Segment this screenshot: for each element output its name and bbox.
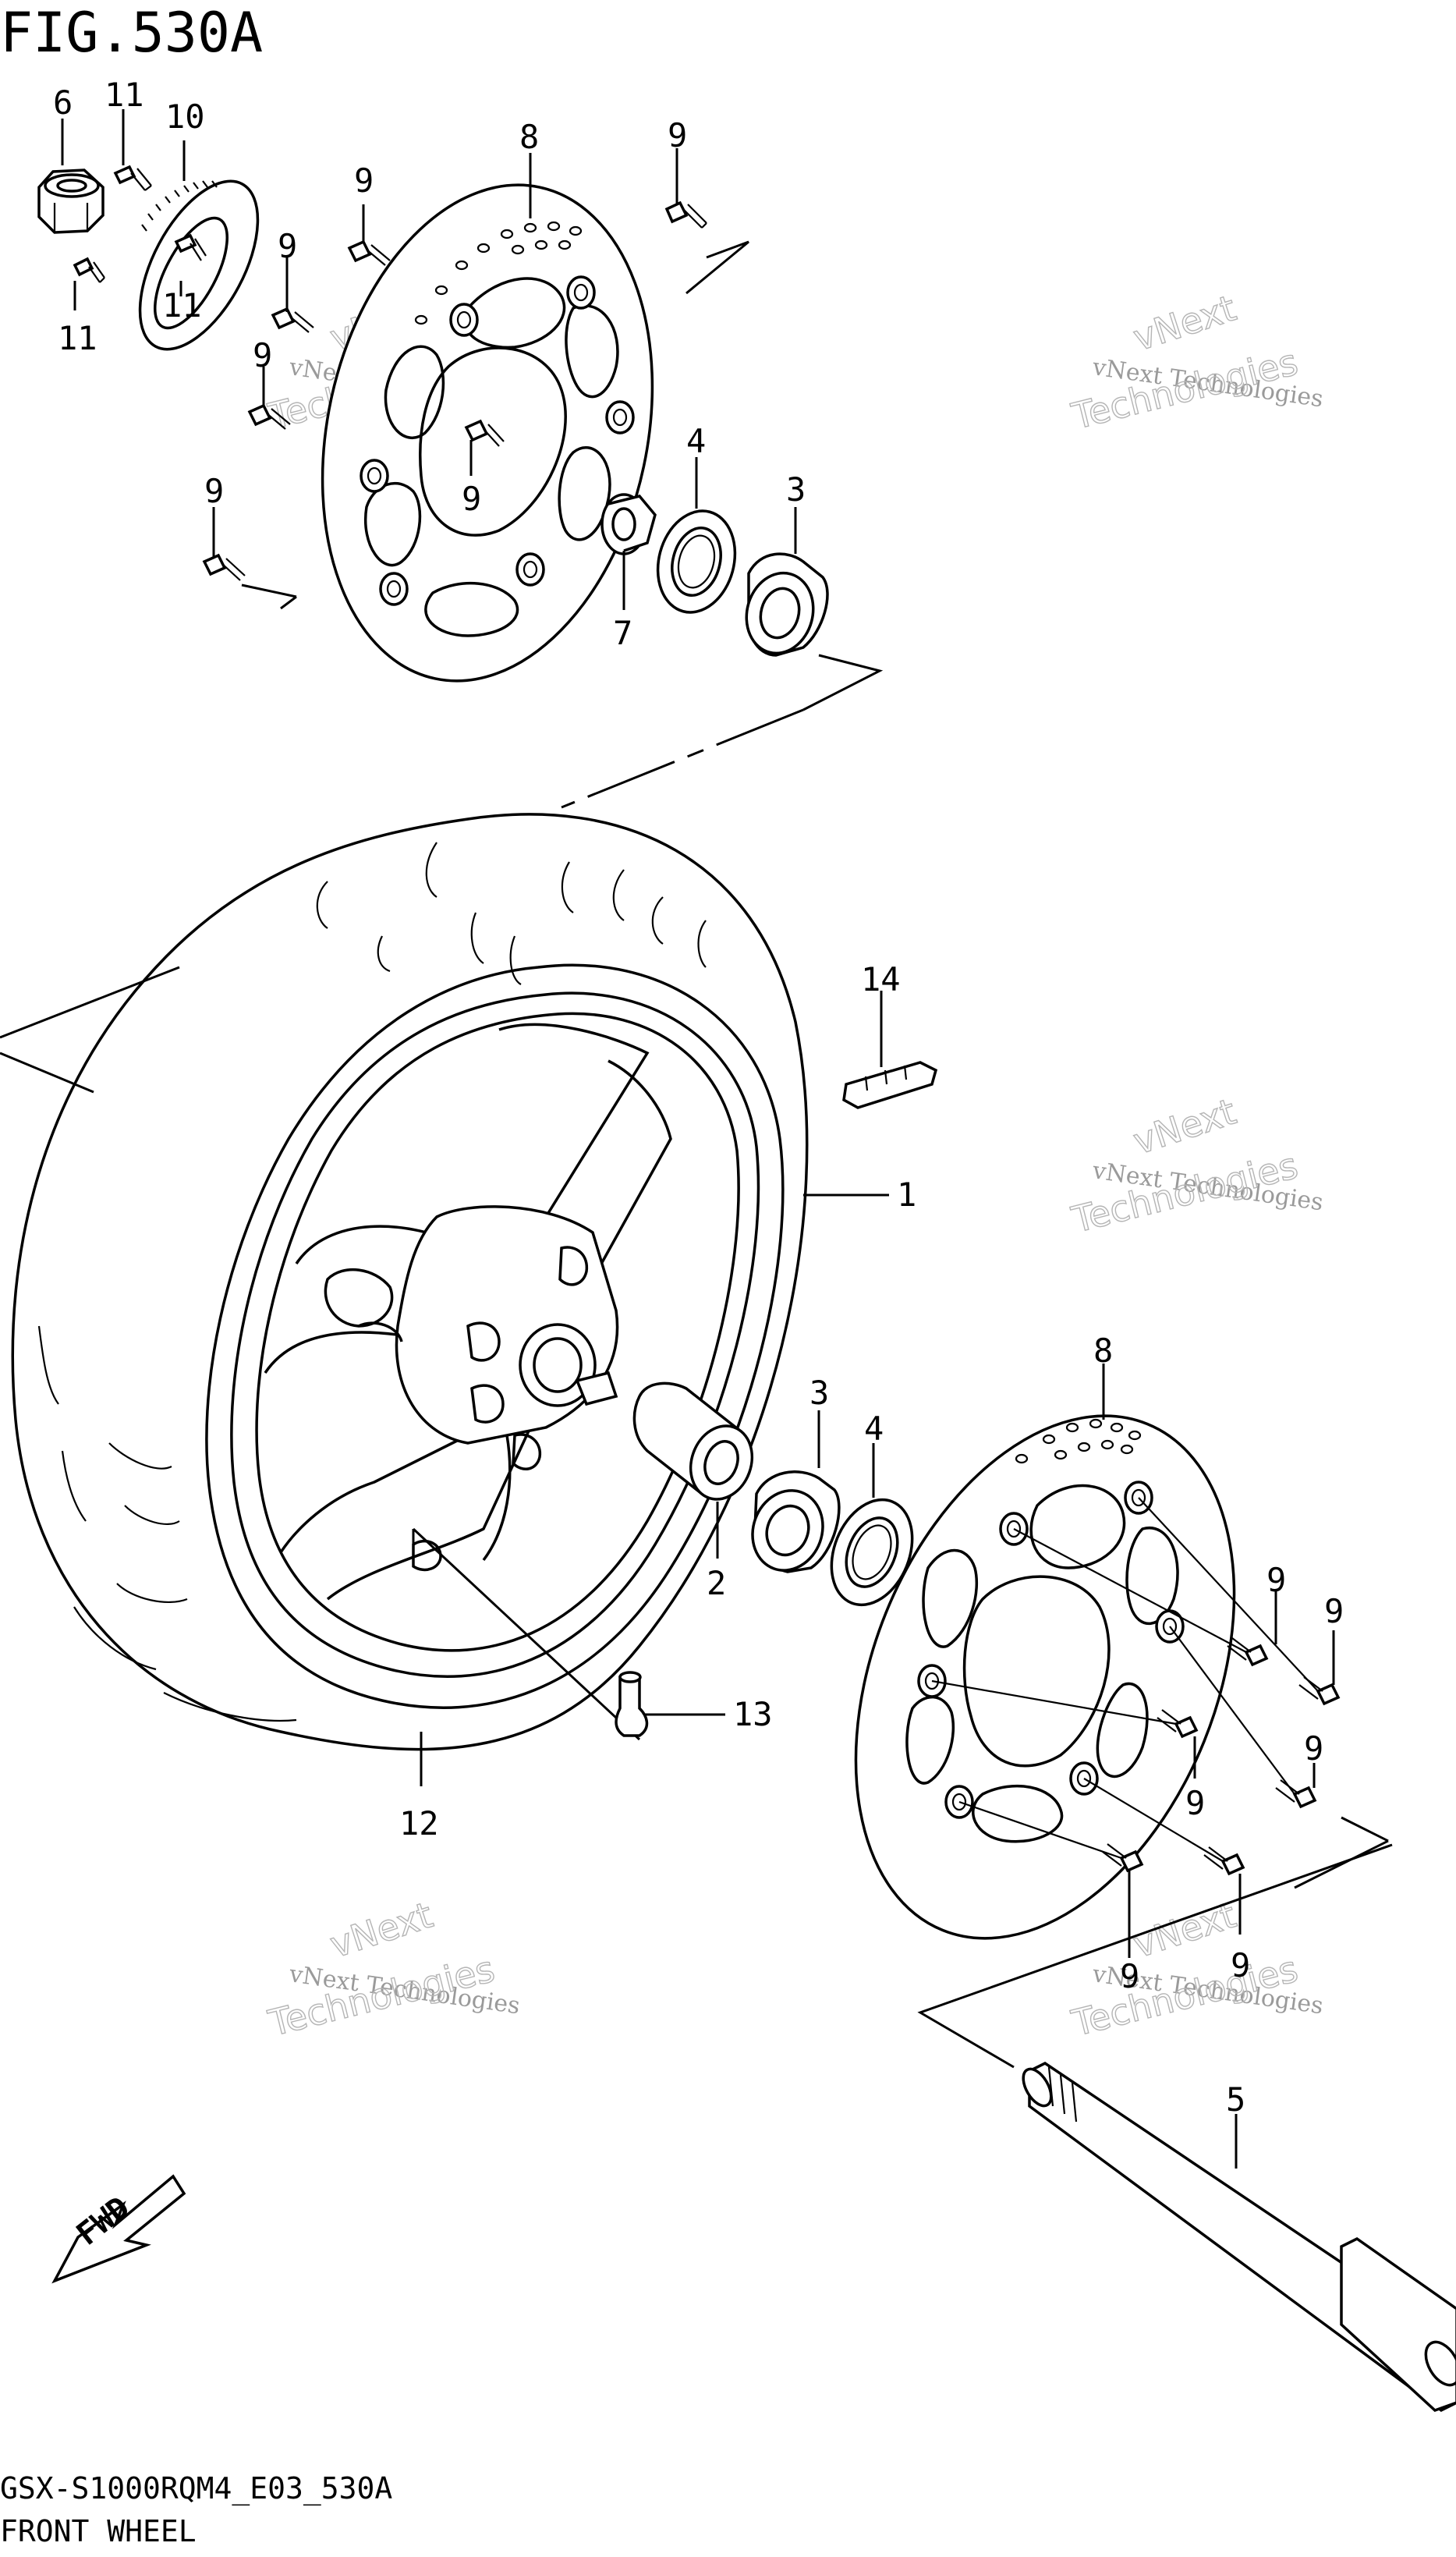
callout-9: 9 [1324,1592,1344,1630]
callout-11: 11 [162,286,202,325]
callout-9: 9 [1231,1946,1250,1984]
watermark: vNext vNext Technologies Technologies [1067,1893,1325,2045]
callout-9: 9 [354,161,374,200]
oil-seal [656,509,737,614]
disc-bolt [1227,1637,1269,1667]
disc-bolt [664,200,707,229]
callout-9: 9 [253,336,272,374]
brake-disc-right [854,1414,1236,1940]
callout-13: 13 [733,1695,773,1733]
callout-12: 12 [399,1804,439,1842]
callout-9: 9 [1120,1957,1139,1995]
callout-9: 9 [1185,1784,1205,1822]
wheel-rim-spokes [264,1023,672,1601]
disc-bolt [247,403,291,430]
callout-6: 6 [53,83,73,122]
watermark: vNext vNext Technologies Technologies [1067,1090,1325,1242]
callout-14: 14 [861,960,901,998]
bolt-small [73,257,105,283]
watermark-vnext: vNext [1128,1091,1242,1163]
wheel-bearing [745,552,829,657]
callout-3: 3 [809,1374,829,1412]
wheel-bearing [751,1470,841,1573]
watermark: vNext vNext Technologies Technologies [1067,286,1325,438]
front-axle [1022,2061,1456,2413]
sensor-ring [138,179,260,351]
model-code: GSX-S1000RQM4_E03_530A [0,2471,392,2506]
callout-9: 9 [278,227,297,265]
callout-9: 9 [462,480,481,518]
axle-nut [37,168,105,234]
callout-3: 3 [786,470,806,509]
watermark: vNext vNext Technologies Technologies [264,1893,522,2045]
callout-4: 4 [686,422,706,460]
callout-2: 2 [707,1564,726,1602]
fwd-arrow-icon: FWD [51,2174,186,2284]
disc-bolt [271,307,314,333]
disc-bolt [1298,1676,1341,1706]
callout-11: 11 [58,319,97,357]
watermark-vnext: vNext [325,1894,438,1967]
callout-10: 10 [165,98,205,136]
callout-8: 8 [519,118,539,156]
disc-bolt [1203,1846,1245,1876]
callout-4: 4 [864,1410,884,1448]
callout-9: 9 [204,472,224,510]
disc-bolt [202,553,246,581]
disc-bolt [347,239,391,266]
callout-9: 9 [1266,1561,1286,1599]
disc-bolt [1102,1843,1144,1873]
bolt-small [113,165,152,191]
callout-9: 9 [1304,1729,1323,1768]
disc-bolt [1157,1709,1199,1739]
figure-caption: FRONT WHEEL [0,2514,197,2548]
callout-8: 8 [1093,1332,1113,1370]
balance-weight [842,1061,938,1109]
callout-5: 5 [1226,2080,1245,2119]
tire-valve [615,1671,649,1737]
disc-bolt [1275,1779,1317,1809]
callout-7: 7 [613,614,632,652]
figure-title: FIG.530A [0,1,263,65]
disc-bolt [464,419,505,447]
callout-9: 9 [668,116,687,154]
watermark-vnext: vNext [1128,287,1242,360]
center-spacer [632,1381,754,1501]
spacer [600,493,657,555]
bolt-small [174,233,207,261]
callout-1: 1 [897,1176,916,1214]
callout-11: 11 [105,76,144,114]
